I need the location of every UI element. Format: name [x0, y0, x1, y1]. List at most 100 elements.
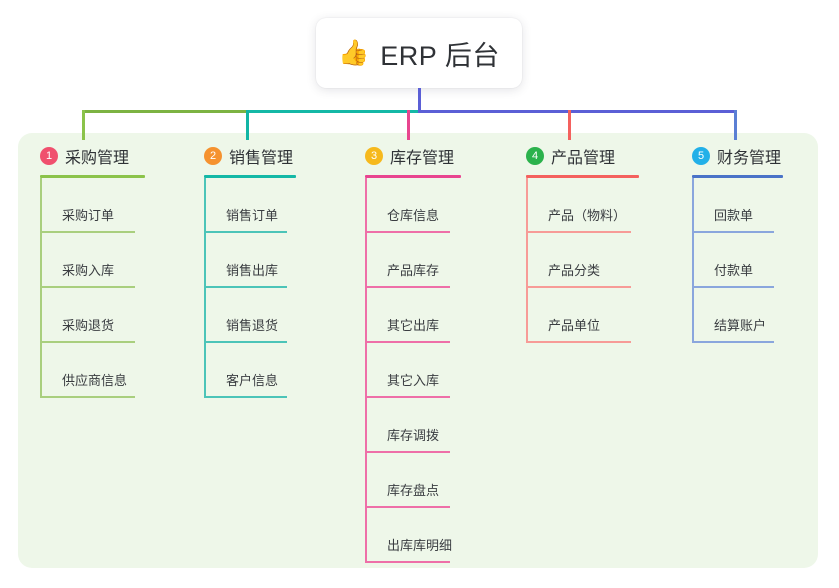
leaf-item-label: 采购入库 — [62, 263, 115, 278]
leaf-item-underline — [526, 231, 631, 233]
leaf-item[interactable]: 产品单位 — [526, 288, 639, 343]
root-stem-connector — [417, 88, 421, 113]
leaf-item-label: 产品（物料） — [548, 208, 627, 223]
branch-spine-line — [365, 178, 367, 563]
leaf-item[interactable]: 产品库存 — [365, 233, 461, 288]
branch-spine-line — [40, 178, 42, 398]
branch-item-list: 仓库信息产品库存其它出库其它入库库存调拨库存盘点出库库明细 — [365, 178, 461, 563]
branch-spine-line — [526, 178, 528, 343]
leaf-item-label: 产品单位 — [548, 318, 601, 333]
leaf-item-label: 销售出库 — [226, 263, 279, 278]
branch-number-badge: 3 — [365, 147, 383, 165]
branch-header-销售管理[interactable]: 2 销售管理 — [204, 143, 296, 169]
leaf-item[interactable]: 采购入库 — [40, 233, 145, 288]
branch-column-产品管理: 4 产品管理产品（物料） 产品分类产品单位 — [526, 143, 639, 343]
branch-column-财务管理: 5 财务管理回款单付款单结算账户 — [692, 143, 783, 343]
leaf-item[interactable]: 销售出库 — [204, 233, 296, 288]
branch-header-underline — [365, 175, 461, 178]
leaf-item-label: 采购退货 — [62, 318, 115, 333]
leaf-item[interactable]: 其它出库 — [365, 288, 461, 343]
leaf-item-underline — [365, 506, 450, 508]
branch-item-list: 回款单付款单结算账户 — [692, 178, 783, 343]
branch-item-list: 产品（物料） 产品分类产品单位 — [526, 178, 639, 343]
leaf-item[interactable]: 结算账户 — [692, 288, 783, 343]
branch-header-库存管理[interactable]: 3 库存管理 — [365, 143, 461, 169]
branch-title: 财务管理 — [717, 150, 782, 167]
column-drop-connector-3 — [407, 110, 410, 140]
leaf-item-underline — [692, 341, 774, 343]
leaf-item[interactable]: 出库库明细 — [365, 508, 461, 563]
leaf-item[interactable]: 库存盘点 — [365, 453, 461, 508]
leaf-item-underline — [365, 341, 450, 343]
leaf-item[interactable]: 回款单 — [692, 178, 783, 233]
leaf-item[interactable]: 付款单 — [692, 233, 783, 288]
leaf-item-label: 付款单 — [714, 263, 754, 278]
leaf-item-label: 其它出库 — [387, 318, 440, 333]
root-node-title: ERP 后台 — [380, 40, 500, 71]
branch-number-badge: 4 — [526, 147, 544, 165]
leaf-item[interactable]: 客户信息 — [204, 343, 296, 398]
leaf-item[interactable]: 产品（物料） — [526, 178, 639, 233]
branch-title: 销售管理 — [229, 150, 294, 167]
branch-title: 产品管理 — [551, 150, 616, 167]
column-drop-connector-4 — [568, 110, 571, 140]
bus-segment-purple — [417, 110, 737, 113]
leaf-item-underline — [365, 561, 450, 563]
leaf-item[interactable]: 库存调拨 — [365, 398, 461, 453]
leaf-item-underline — [365, 286, 450, 288]
leaf-item-underline — [204, 286, 287, 288]
leaf-item-underline — [204, 396, 287, 398]
leaf-item-underline — [204, 341, 287, 343]
leaf-item[interactable]: 产品分类 — [526, 233, 639, 288]
leaf-item[interactable]: 采购退货 — [40, 288, 145, 343]
leaf-item-underline — [40, 231, 135, 233]
leaf-item-label: 仓库信息 — [387, 208, 440, 223]
leaf-item-underline — [365, 396, 450, 398]
column-drop-connector-1 — [82, 110, 85, 140]
branch-title: 采购管理 — [65, 150, 130, 167]
branch-header-underline — [692, 175, 783, 178]
leaf-item-underline — [40, 286, 135, 288]
bus-segment-teal — [246, 110, 419, 113]
leaf-item[interactable]: 采购订单 — [40, 178, 145, 233]
branch-header-underline — [204, 175, 296, 178]
column-drop-connector-5 — [734, 110, 737, 140]
leaf-item-underline — [365, 451, 450, 453]
leaf-item[interactable]: 其它入库 — [365, 343, 461, 398]
leaf-item-label: 客户信息 — [226, 373, 279, 388]
branch-column-销售管理: 2 销售管理销售订单销售出库销售退货客户信息 — [204, 143, 296, 398]
branch-number-badge: 2 — [204, 147, 222, 165]
branch-item-list: 销售订单销售出库销售退货客户信息 — [204, 178, 296, 398]
branch-title: 库存管理 — [390, 150, 455, 167]
leaf-item-label: 其它入库 — [387, 373, 440, 388]
leaf-item-label: 销售退货 — [226, 318, 279, 333]
branch-header-产品管理[interactable]: 4 产品管理 — [526, 143, 639, 169]
leaf-item-underline — [365, 231, 450, 233]
branch-number-badge: 5 — [692, 147, 710, 165]
branch-header-财务管理[interactable]: 5 财务管理 — [692, 143, 783, 169]
leaf-item-label: 出库库明细 — [387, 538, 453, 553]
leaf-item-label: 产品库存 — [387, 263, 440, 278]
leaf-item-underline — [526, 286, 631, 288]
bus-segment-green — [82, 110, 246, 113]
leaf-item-label: 库存盘点 — [387, 483, 440, 498]
branch-item-list: 采购订单采购入库采购退货供应商信息 — [40, 178, 145, 398]
leaf-item-label: 回款单 — [714, 208, 754, 223]
leaf-item[interactable]: 销售订单 — [204, 178, 296, 233]
leaf-item-label: 销售订单 — [226, 208, 279, 223]
leaf-item-underline — [526, 341, 631, 343]
diagram-panel-background — [18, 133, 818, 568]
leaf-item[interactable]: 供应商信息 — [40, 343, 145, 398]
branch-spine-line — [692, 178, 694, 343]
root-node-erp-backend[interactable]: 👍 ERP 后台 — [316, 18, 522, 88]
leaf-item[interactable]: 仓库信息 — [365, 178, 461, 233]
branch-column-库存管理: 3 库存管理仓库信息产品库存其它出库其它入库库存调拨库存盘点出库库明细 — [365, 143, 461, 563]
leaf-item-label: 采购订单 — [62, 208, 115, 223]
leaf-item[interactable]: 销售退货 — [204, 288, 296, 343]
leaf-item-underline — [40, 341, 135, 343]
leaf-item-label: 供应商信息 — [62, 373, 128, 388]
branch-header-underline — [40, 175, 145, 178]
